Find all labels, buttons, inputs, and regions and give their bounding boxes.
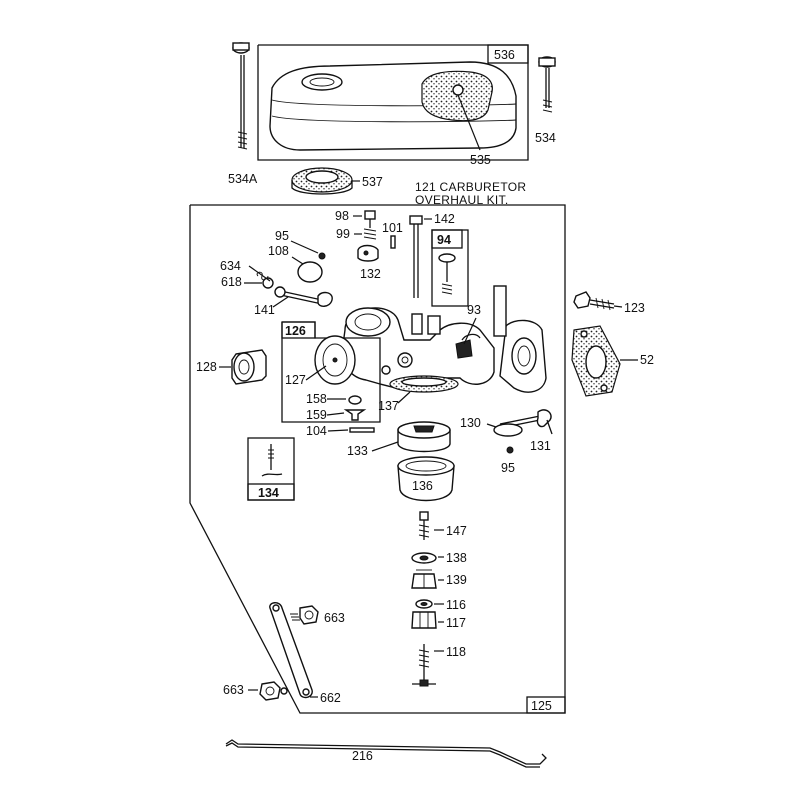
screw-534	[538, 56, 556, 113]
part-label-131: 131	[530, 439, 551, 453]
screw-123	[573, 291, 615, 311]
part-label-99: 99	[336, 227, 350, 241]
float-133	[397, 421, 451, 453]
part-label-132: 132	[360, 267, 381, 281]
nut-663-upper	[290, 605, 319, 625]
part-label-158: 158	[306, 392, 327, 406]
part-label-98: 98	[335, 209, 349, 223]
part-label-138: 138	[446, 551, 467, 565]
part-label-128: 128	[196, 360, 217, 374]
throttle-plate-108	[297, 261, 323, 283]
needle-118	[412, 644, 436, 687]
washer-138	[411, 552, 437, 564]
screw-95-lower	[506, 446, 514, 454]
filter-element	[421, 70, 493, 122]
part-label-536: 536	[494, 48, 515, 62]
part-label-116: 116	[446, 598, 466, 612]
air-cleaner-box	[257, 44, 529, 161]
part-label-94: 94	[437, 233, 451, 247]
gasket-52	[571, 325, 621, 397]
part-label-95-upper: 95	[275, 229, 289, 243]
part-label-123: 123	[624, 301, 645, 315]
part-label-142: 142	[434, 212, 455, 226]
kit-title-line2: OVERHAUL KIT.	[415, 193, 508, 207]
choke-plate-130	[493, 423, 523, 437]
part-label-618: 618	[221, 275, 242, 289]
bracket-662	[269, 602, 313, 699]
nut-663-lower	[259, 681, 288, 701]
part-label-137: 137	[378, 399, 399, 413]
needle-valve-147	[418, 511, 430, 540]
float-bowl-136	[397, 456, 455, 502]
screw-534a	[232, 42, 250, 150]
carburetor-body	[341, 285, 547, 393]
part-label-537: 537	[362, 175, 383, 189]
part-label-662: 662	[320, 691, 341, 705]
nut-139	[411, 569, 437, 589]
pin-104	[349, 427, 375, 433]
part-label-52: 52	[640, 353, 654, 367]
clip-159	[343, 409, 367, 421]
part-label-101: 101	[382, 221, 403, 235]
gasket-537	[291, 167, 353, 195]
seal-618	[262, 277, 274, 289]
part-label-133: 133	[347, 444, 368, 458]
part-label-139: 139	[446, 573, 467, 587]
part-label-534: 534	[535, 131, 556, 145]
group-tag-125	[526, 696, 566, 714]
part-label-117: 117	[446, 616, 466, 630]
part-label-147: 147	[446, 524, 467, 538]
part-label-93: 93	[467, 303, 481, 317]
needle-134	[261, 444, 283, 477]
part-label-216: 216	[352, 749, 373, 763]
kit-title-line1: 121 CARBURETOR	[415, 180, 526, 194]
carburetor-group-outline	[189, 204, 566, 714]
part-label-141: 141	[254, 303, 275, 317]
valve-94	[438, 253, 456, 295]
part-label-535: 535	[470, 153, 491, 167]
air-cleaner-box-tag	[487, 44, 529, 64]
washer-116	[415, 599, 433, 609]
part-label-95-lower: 95	[501, 461, 515, 475]
screw-95-upper	[318, 252, 326, 260]
pin-101	[390, 235, 396, 249]
part-label-159: 159	[306, 408, 327, 422]
air-cleaner-group: 536 535 534A 534	[228, 42, 556, 195]
link-rod-216	[225, 739, 547, 765]
cover-hole	[301, 73, 343, 91]
part-label-634: 634	[220, 259, 241, 273]
part-label-534a: 534A	[228, 172, 258, 186]
throttle-shaft-141	[274, 286, 333, 307]
part-label-130: 130	[460, 416, 481, 430]
part-label-127: 127	[285, 373, 306, 387]
part-label-118: 118	[446, 645, 466, 659]
part-label-126: 126	[285, 324, 306, 338]
part-label-125: 125	[531, 699, 552, 713]
nut-117	[411, 611, 437, 629]
part-label-663-upper: 663	[324, 611, 345, 625]
part-label-663-lower: 663	[223, 683, 244, 697]
needle-142	[409, 215, 423, 298]
part-label-108: 108	[268, 244, 289, 258]
nut-128	[231, 349, 267, 385]
part-label-134: 134	[258, 486, 279, 500]
part-label-104: 104	[306, 424, 327, 438]
part-label-136: 136	[412, 479, 433, 493]
washer-158	[348, 395, 362, 405]
screw-98-spring-99	[363, 210, 377, 240]
choke-plate-127	[314, 335, 356, 385]
